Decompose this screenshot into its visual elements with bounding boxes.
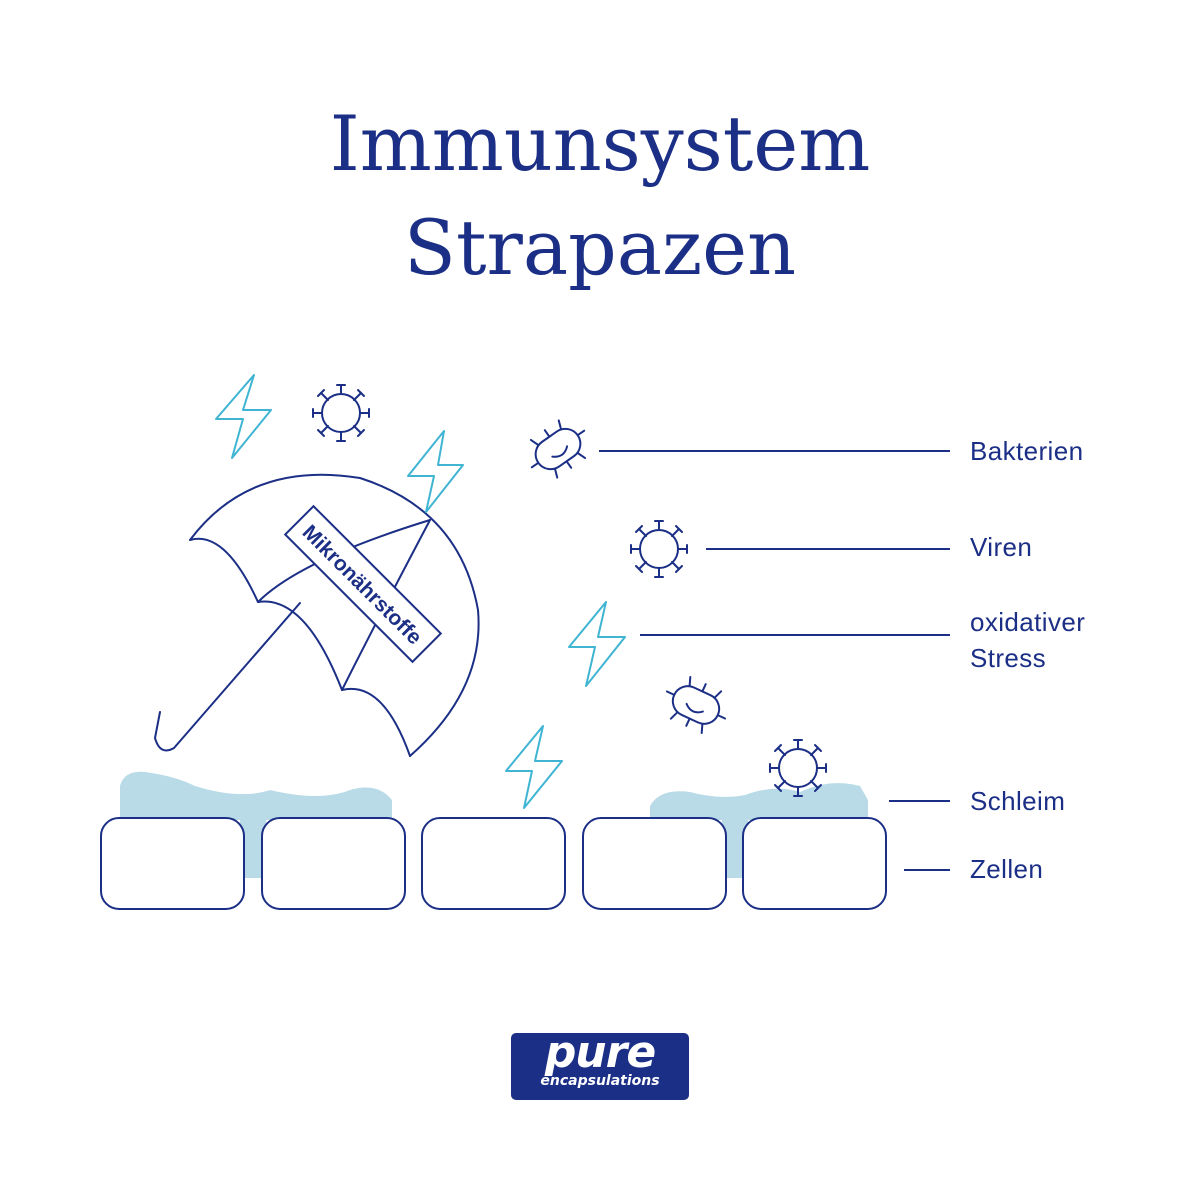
cell-3 xyxy=(421,817,566,910)
cell-4 xyxy=(582,817,727,910)
label-oxidative-line-1: oxidativer xyxy=(970,607,1086,637)
label-virus: Viren xyxy=(970,532,1033,562)
label-mucus: Schleim xyxy=(970,786,1066,816)
virus-icon xyxy=(312,384,370,442)
virus-icon xyxy=(769,739,827,797)
umbrella-label-box: Mikronährstoffe xyxy=(283,504,443,664)
lightning-icon xyxy=(568,601,626,687)
brand-logo: pure encapsulations xyxy=(511,1027,689,1100)
label-oxidative-stress: oxidativer Stress xyxy=(970,604,1085,676)
page-title: Immunsystem Strapazen xyxy=(0,92,1200,300)
label-oxidative-line-2: Stress xyxy=(970,643,1047,673)
label-cells: Zellen xyxy=(970,854,1044,884)
lightning-icon xyxy=(215,374,272,459)
bacteria-icon xyxy=(665,675,727,735)
virus-icon xyxy=(630,520,688,578)
label-bacteria: Bakterien xyxy=(970,436,1084,466)
bacteria-icon xyxy=(529,419,587,479)
lightning-icon xyxy=(407,430,464,513)
lightning-icon xyxy=(505,725,563,809)
cell-2 xyxy=(261,817,406,910)
umbrella-label: Mikronährstoffe xyxy=(298,521,426,649)
mucus-layer-left xyxy=(120,771,392,820)
mucus-layer-right xyxy=(650,783,868,820)
logo-brand: pure xyxy=(544,1027,656,1078)
cell-1 xyxy=(100,817,245,910)
cell-5 xyxy=(742,817,887,910)
logo-subtitle: encapsulations xyxy=(540,1073,660,1089)
title-line-1: Immunsystem xyxy=(329,99,871,188)
title-line-2: Strapazen xyxy=(403,203,797,292)
